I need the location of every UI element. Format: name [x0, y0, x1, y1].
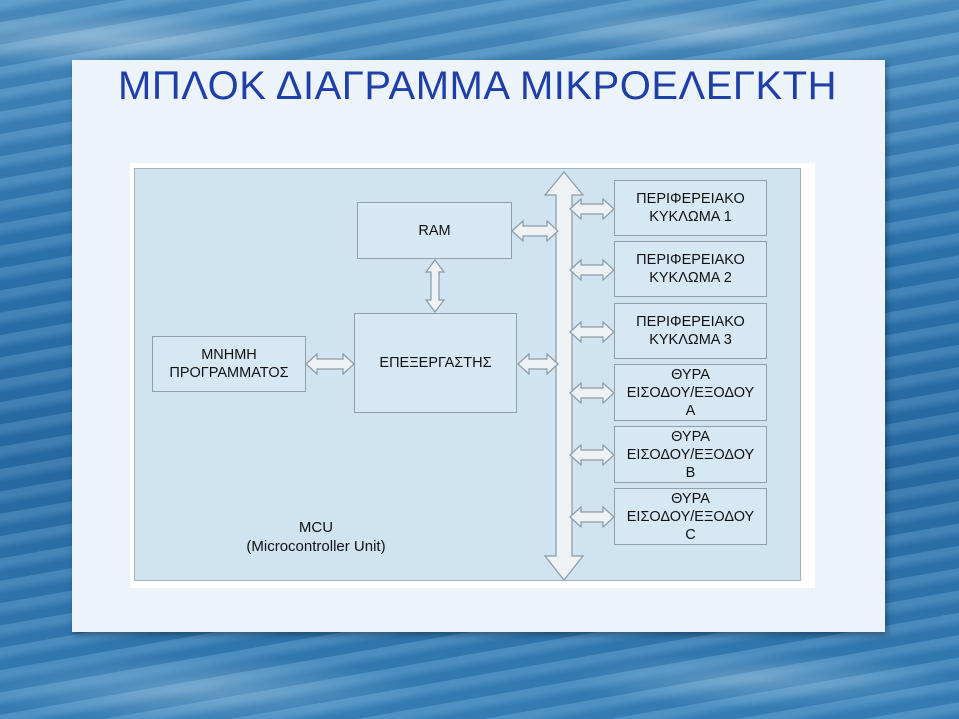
program-memory-block: ΜΝΗΜΗ ΠΡΟΓΡΑΜΜΑΤΟΣ [152, 336, 306, 392]
io-port-b-block: ΘΥΡΑ ΕΙΣΟΔΟΥ/ΕΞΟΔΟΥ B [614, 426, 767, 483]
bus-peripheral-2-arrow [569, 258, 615, 282]
processor-label: ΕΠΕΞΕΡΓΑΣΤΗΣ [379, 355, 492, 371]
io-port-b-label: ΘΥΡΑ ΕΙΣΟΔΟΥ/ΕΞΟΔΟΥ B [626, 428, 755, 481]
peripheral-block-3: ΠΕΡΙΦΕΡΕΙΑΚΟ ΚΥΚΛΩΜΑ 3 [614, 303, 767, 359]
ram-processor-arrow [424, 259, 446, 313]
processor-bus-arrow [517, 352, 559, 376]
system-bus-arrow [543, 171, 585, 581]
program-memory-label: ΜΝΗΜΗ ΠΡΟΓΡΑΜΜΑΤΟΣ [169, 347, 289, 381]
mcu-caption: MCU (Microcontroller Unit) [246, 519, 386, 555]
io-port-a-block: ΘΥΡΑ ΕΙΣΟΔΟΥ/ΕΞΟΔΟΥ A [614, 364, 767, 421]
slide-title: ΜΠΛΟΚ ΔΙΑΓΡΑΜΜΑ ΜΙΚΡΟΕΛΕΓΚΤΗ [118, 64, 837, 108]
io-port-a-label: ΘΥΡΑ ΕΙΣΟΔΟΥ/ΕΞΟΔΟΥ A [626, 366, 755, 419]
peripheral-block-1: ΠΕΡΙΦΕΡΕΙΑΚΟ ΚΥΚΛΩΜΑ 1 [614, 180, 767, 236]
peripheral-label-2: ΠΕΡΙΦΕΡΕΙΑΚΟ ΚΥΚΛΩΜΑ 2 [636, 252, 745, 286]
ram-bus-arrow [511, 219, 559, 243]
bus-peripheral-1-arrow [569, 197, 615, 221]
io-port-c-block: ΘΥΡΑ ΕΙΣΟΔΟΥ/ΕΞΟΔΟΥ C [614, 488, 767, 545]
ram-label: RAM [418, 222, 451, 239]
bus-peripheral-3-arrow [569, 320, 615, 344]
peripheral-block-2: ΠΕΡΙΦΕΡΕΙΑΚΟ ΚΥΚΛΩΜΑ 2 [614, 241, 767, 297]
processor-block: ΕΠΕΞΕΡΓΑΣΤΗΣ [354, 313, 517, 413]
ram-block: RAM [357, 202, 512, 259]
io-port-c-label: ΘΥΡΑ ΕΙΣΟΔΟΥ/ΕΞΟΔΟΥ C [626, 490, 755, 543]
bus-port-b-arrow [569, 443, 615, 467]
peripheral-label-3: ΠΕΡΙΦΕΡΕΙΑΚΟ ΚΥΚΛΩΜΑ 3 [636, 314, 745, 348]
memory-processor-arrow [305, 352, 355, 376]
peripheral-label-1: ΠΕΡΙΦΕΡΕΙΑΚΟ ΚΥΚΛΩΜΑ 1 [636, 191, 745, 225]
bus-port-c-arrow [569, 505, 615, 529]
bus-port-a-arrow [569, 381, 615, 405]
